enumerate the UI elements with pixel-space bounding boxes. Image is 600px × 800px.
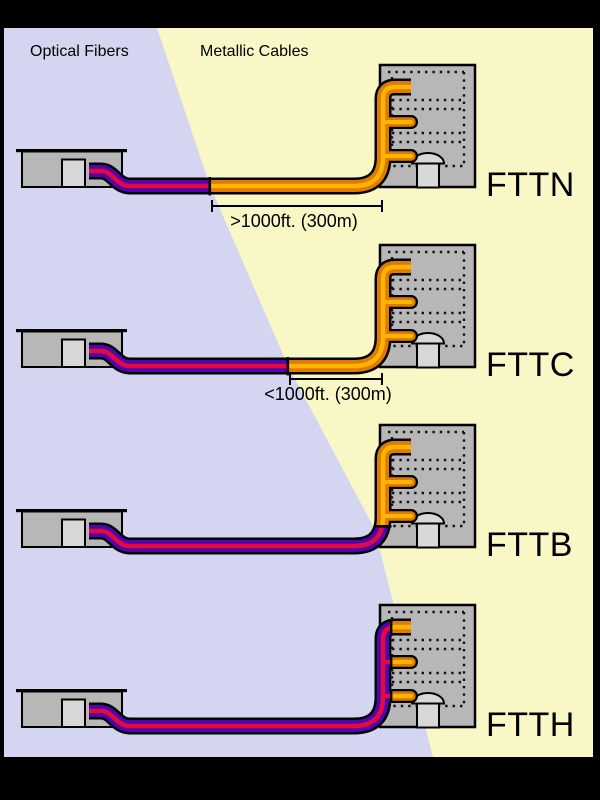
fttn-label: FTTN (486, 166, 575, 204)
fttc-distance-bracket: <1000ft. (300m) (264, 373, 392, 404)
frame-right (593, 0, 600, 800)
cable-transition-seam (374, 525, 392, 528)
cable-transition-seam (286, 357, 290, 376)
ftth-label: FTTH (486, 706, 575, 744)
cable-transition-seam (390, 689, 393, 703)
fttn-distance-label: >1000ft. (300m) (230, 211, 358, 231)
metallic-cables-label: Metallic Cables (200, 43, 308, 60)
fttc-distance-label: <1000ft. (300m) (264, 384, 392, 404)
frame-top (0, 0, 600, 28)
fttc-label: FTTC (486, 346, 575, 384)
row-fttc (15, 243, 477, 376)
fttb-label: FTTB (486, 526, 573, 564)
optical-fibers-label: Optical Fibers (30, 43, 129, 60)
cable-transition-seam (208, 177, 212, 196)
row-fttn (15, 63, 477, 196)
cable-transition-seam (390, 620, 393, 634)
fttn-distance-bracket: >1000ft. (300m) (211, 200, 383, 231)
row-fttb (15, 423, 477, 548)
frame-left (0, 0, 4, 800)
cable-transition-seam (390, 655, 393, 669)
optical-region (4, 28, 433, 757)
row-ftth (15, 603, 477, 728)
frame-bottom (0, 757, 600, 800)
